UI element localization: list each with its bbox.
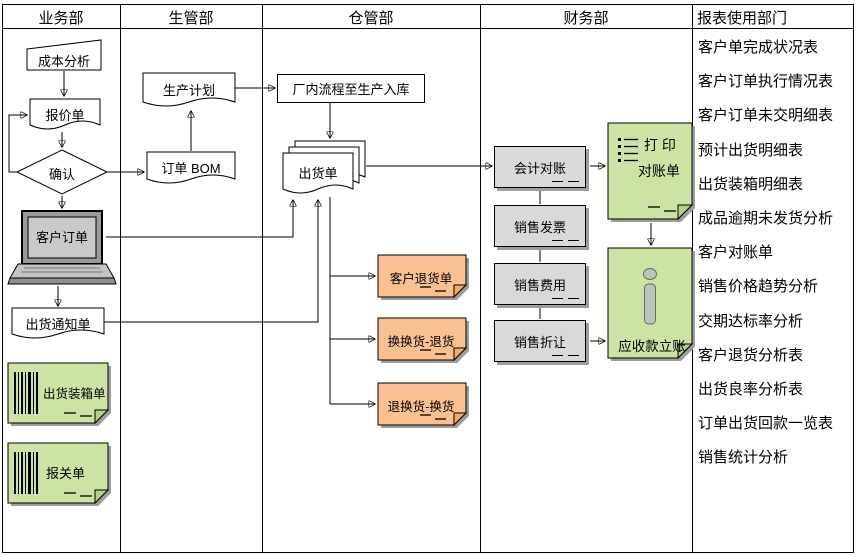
report-item: 客户对账单 — [698, 244, 774, 262]
lane-header-business: 业务部 — [38, 10, 84, 27]
return-exchange-label: 退换货-换货 — [387, 400, 455, 414]
node-customer-return: 客户退货单 — [377, 254, 470, 301]
outer-frame — [2, 4, 854, 553]
report-item: 交期达标率分析 — [698, 312, 804, 330]
node-sales-expense: 销售费用 — [494, 263, 586, 305]
barcode-icon — [14, 372, 38, 414]
note-shape — [377, 254, 469, 300]
sales-allowance-label: 销售折让 — [513, 334, 566, 350]
report-item: 出货良率分析表 — [698, 381, 804, 399]
signature-lines — [552, 298, 579, 299]
node-customs-declaration: 报关单 — [7, 442, 112, 507]
report-item: 销售统计分析 — [698, 449, 789, 467]
statement-label: 对账单 — [638, 163, 680, 179]
node-order-bom: 订单 BOM — [146, 151, 236, 186]
confirm-label: 确认 — [48, 167, 75, 182]
note-shape — [7, 442, 111, 506]
list-icon — [618, 138, 638, 162]
report-item: 订单出货回款一览表 — [698, 415, 834, 433]
report-item: 出货装箱明细表 — [698, 175, 804, 193]
note-shape — [7, 362, 111, 426]
document-shape — [29, 98, 101, 130]
node-return-exchange: 退换货-换货 — [377, 382, 470, 429]
document-shape — [142, 72, 236, 107]
lane-divider — [480, 4, 481, 552]
signature-lines — [552, 240, 579, 241]
multi-document-shape — [282, 140, 366, 194]
production-plan-label: 生产计划 — [162, 83, 215, 98]
lane-header-production: 生管部 — [168, 10, 214, 27]
note-shape — [607, 247, 695, 361]
node-customer-order: 客户订单 — [6, 210, 118, 290]
exchange-return-label: 换换货-退货 — [387, 335, 455, 349]
note-shape — [377, 382, 469, 428]
order-bom-label: 订单 BOM — [161, 161, 221, 176]
sales-expense-label: 销售费用 — [513, 277, 566, 293]
reports-list: 客户单完成状况表 客户订单执行情况表 客户订单未交明细表 预计出货明细表 出货装… — [698, 31, 854, 476]
print-label: 打 印 — [644, 137, 676, 153]
ar-posting-label: 应收款立账 — [618, 339, 686, 354]
note-shape — [377, 317, 469, 363]
shipping-order-label: 出货单 — [298, 166, 338, 181]
report-item: 成品逾期未发货分析 — [698, 210, 834, 228]
node-shipping-order: 出货单 — [282, 140, 367, 199]
customer-order-label: 客户订单 — [36, 230, 88, 245]
quotation-label: 报价单 — [45, 108, 85, 123]
signature-lines — [552, 355, 579, 356]
report-item: 预计出货明细表 — [698, 141, 804, 159]
node-confirm: 确认 — [15, 149, 109, 195]
report-item: 客户单完成状况表 — [698, 39, 819, 56]
manual-input-shape — [26, 39, 102, 71]
note-shape — [607, 122, 695, 222]
report-item: 客户订单执行情况表 — [698, 73, 834, 91]
lane-divider — [262, 4, 263, 552]
document-shape — [146, 151, 236, 184]
customs-declaration-label: 报关单 — [46, 466, 86, 481]
decision-diamond-shape — [15, 149, 109, 195]
node-sales-invoice: 销售发票 — [494, 205, 586, 247]
lane-header-reports: 报表使用部门 — [697, 10, 788, 27]
node-sales-allowance: 销售折让 — [494, 320, 586, 362]
node-ar-posting: 应收款立账 — [607, 247, 696, 362]
header-divider — [2, 28, 853, 29]
info-icon — [643, 268, 657, 325]
lane-divider — [120, 4, 121, 552]
sales-invoice-label: 销售发票 — [513, 219, 566, 235]
factory-process-label: 厂内流程至生产入库 — [292, 82, 410, 97]
barcode-icon — [14, 452, 38, 494]
node-production-plan: 生产计划 — [142, 72, 236, 109]
node-packing-list: 出货装箱单 — [7, 362, 112, 427]
packing-list-label: 出货装箱单 — [43, 387, 106, 401]
signature-lines — [552, 181, 579, 182]
report-item: 销售价格趋势分析 — [698, 278, 819, 296]
node-accounting-reconciliation: 会计对账 — [494, 146, 586, 188]
node-exchange-return: 换换货-退货 — [377, 317, 470, 364]
customer-return-label: 客户退货单 — [389, 272, 453, 286]
lane-header-finance: 财务部 — [563, 10, 609, 27]
laptop-icon: 客户订单 — [7, 210, 117, 285]
node-cost-analysis: 成本分析 — [26, 39, 102, 71]
report-item: 客户订单未交明细表 — [698, 107, 834, 125]
accounting-reconciliation-label: 会计对账 — [513, 160, 566, 176]
node-factory-process: 厂内流程至生产入库 — [277, 74, 425, 103]
shipping-notice-label: 出货通知单 — [25, 317, 91, 332]
cost-analysis-label: 成本分析 — [37, 54, 90, 69]
lane-header-warehouse: 仓管部 — [348, 10, 394, 27]
report-item: 客户退货分析表 — [698, 346, 804, 364]
node-print-statement: 打 印 对账单 — [607, 122, 696, 223]
document-shape — [11, 307, 105, 339]
node-shipping-notice: 出货通知单 — [11, 307, 105, 341]
node-quotation: 报价单 — [29, 98, 101, 132]
